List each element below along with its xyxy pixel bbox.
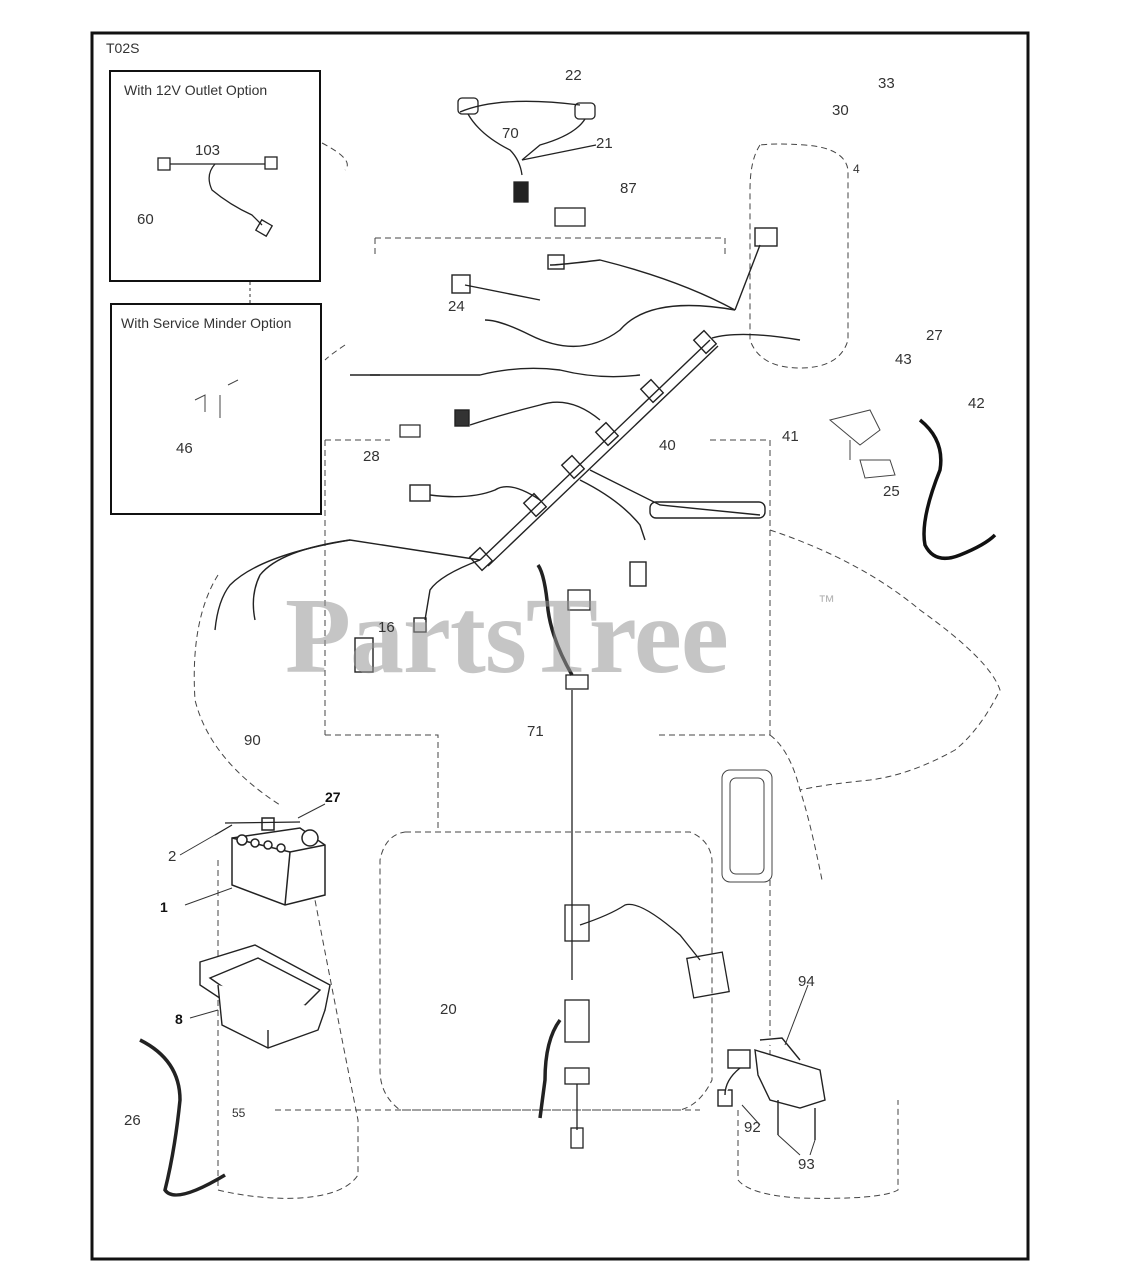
callout-25: 25	[883, 483, 900, 500]
service-minder	[194, 379, 239, 418]
callout-33: 33	[878, 75, 895, 92]
callout-87: 87	[620, 180, 637, 197]
cable-42	[918, 418, 997, 561]
callout-71: 71	[527, 723, 544, 740]
callout-16: 16	[378, 619, 395, 636]
headlight-harness	[457, 97, 597, 227]
part-25	[828, 409, 896, 479]
callout-103: 103	[195, 142, 221, 159]
fuse-28	[399, 424, 421, 438]
callout-26: 26	[124, 1112, 141, 1129]
diagram-code: T02S	[106, 40, 140, 56]
callout-1: 1	[160, 899, 168, 915]
callout-90: 90	[244, 732, 261, 749]
callout-24: 24	[448, 298, 465, 315]
callout-27-top: 27	[926, 327, 943, 344]
leader-lines	[179, 803, 816, 1156]
callout-40: 40	[659, 437, 676, 454]
ignition-module	[717, 1037, 826, 1140]
chassis-outline	[193, 142, 1001, 1199]
callout-46: 46	[176, 440, 193, 457]
inset-box-outlet	[109, 70, 321, 282]
parts-tree-watermark: PartsTree	[285, 577, 729, 696]
inset-box-minder	[110, 303, 322, 515]
outer-border	[90, 31, 1030, 1261]
callout-93: 93	[798, 1156, 815, 1173]
battery-tray	[199, 944, 331, 1049]
callout-20: 20	[440, 1001, 457, 1018]
callout-28: 28	[363, 448, 380, 465]
inset-title-outlet: With 12V Outlet Option	[124, 82, 268, 98]
battery	[231, 817, 326, 906]
callout-55: 55	[232, 1106, 246, 1120]
callout-8: 8	[175, 1011, 183, 1027]
callout-43: 43	[895, 351, 912, 368]
callout-41: 41	[782, 428, 799, 445]
outlet-harness	[157, 156, 278, 238]
callout-4: 4	[853, 162, 860, 176]
callout-42: 42	[968, 395, 985, 412]
trademark-symbol: ™	[818, 592, 835, 611]
callout-70: 70	[502, 125, 519, 142]
relay-16	[354, 637, 374, 673]
callout-94: 94	[798, 973, 815, 990]
callout-60: 60	[137, 211, 154, 228]
callout-2: 2	[168, 848, 177, 865]
callout-27-battery: 27	[325, 789, 341, 805]
callout-21: 21	[596, 135, 613, 152]
seat-harness	[536, 563, 730, 1149]
inset-title-minder: With Service Minder Option	[121, 315, 292, 331]
callout-30: 30	[832, 102, 849, 119]
seat-switch	[721, 769, 773, 883]
main-harness	[214, 227, 801, 633]
callout-92: 92	[744, 1119, 761, 1136]
callout-22: 22	[565, 67, 582, 84]
